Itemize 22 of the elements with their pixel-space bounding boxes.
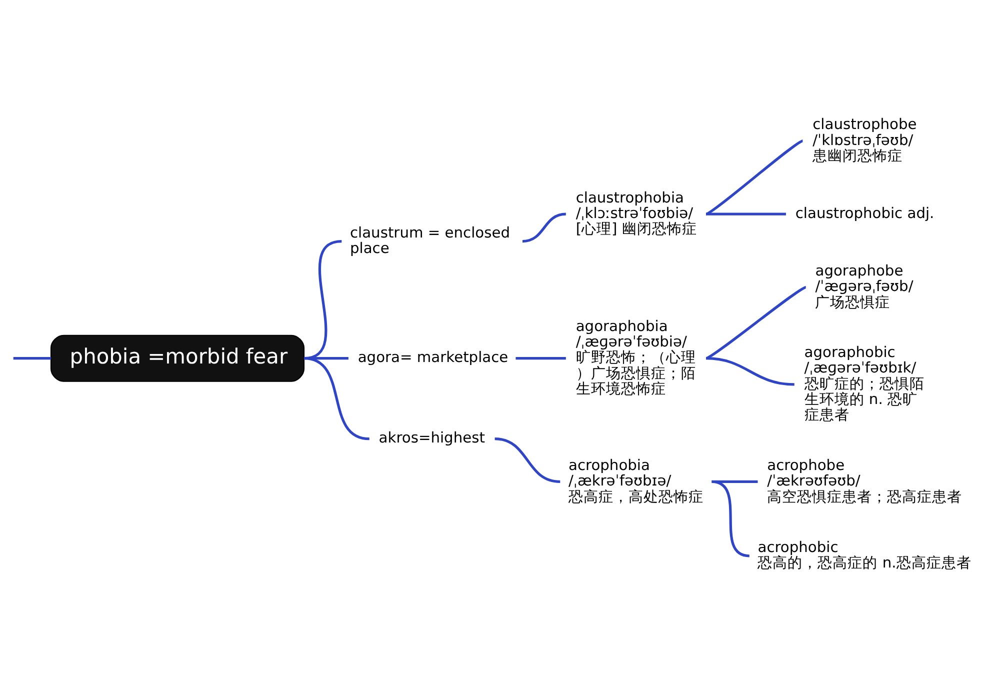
connector <box>522 212 566 242</box>
connector <box>13 356 51 360</box>
connector <box>494 437 560 483</box>
node-text: claustrophobia /ˌklɔːstrəˈfoʊbiə/ [心理] 幽闭恐怖症 <box>576 188 697 238</box>
node-box: phobia =morbid fear <box>50 334 305 382</box>
connector <box>516 356 566 360</box>
node-text: agoraphobe /ˈæɡərəˌfəʊb/ 广场恐惧症 <box>815 262 914 310</box>
node-text: agoraphobia /ˌæɡərəˈfəʊbiə/ 旷野恐怖；（心理）广场恐惧症；陌生环境恐怖症 <box>576 317 696 398</box>
connector <box>705 286 806 360</box>
node-text: agoraphobic /ˌæɡərəˈfəʊbɪk/ 恐旷症的；恐惧陌生环境的 n. 恐旷症患者 <box>804 343 924 424</box>
connector <box>706 356 794 386</box>
node-text: akros=highest <box>378 429 485 446</box>
node-text: acrophobic 恐高的，恐高症的 n.恐高症患者 <box>758 538 972 572</box>
node-text: claustrophobe /ˈklɒstrəˌfəʊb/ 患幽闭恐怖症 <box>812 116 917 164</box>
node-text: acrophobe /ˈækrəʊfəʊb/ 高空恐惧症患者；恐高症患者 <box>767 456 962 505</box>
connector <box>705 139 804 215</box>
connector <box>706 212 786 215</box>
node-text: claustrum = enclosed place <box>350 224 510 256</box>
node-text: claustrophobic adj. <box>795 204 934 222</box>
connector <box>304 356 370 440</box>
node-text: acrophobia /ˌækrəˈfəʊbɪə/ 恐高症，高处恐怖症 <box>568 456 704 505</box>
node-text: agora= marketplace <box>358 348 508 366</box>
